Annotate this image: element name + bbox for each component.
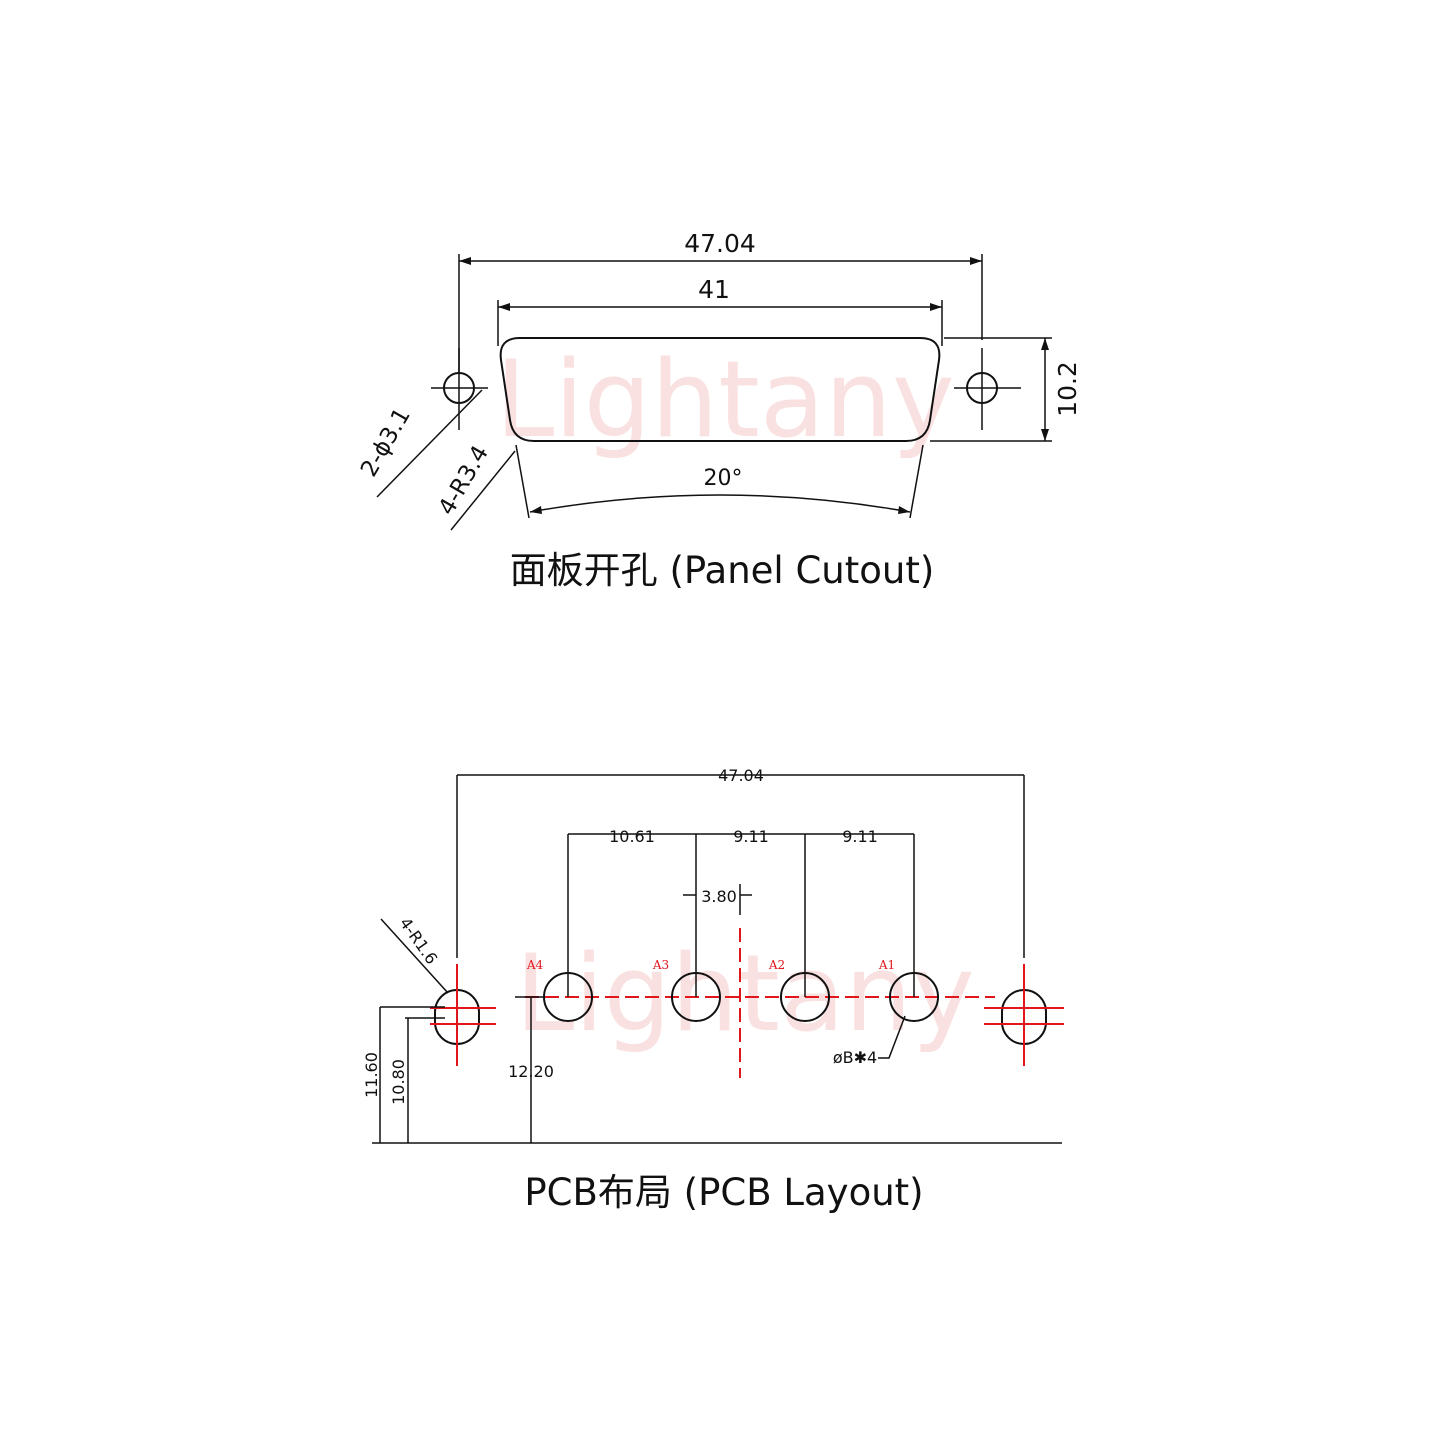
pin-label-a4: A4	[526, 958, 544, 972]
angle-ext-right	[909, 444, 924, 519]
dim-angle: 20°	[704, 466, 743, 491]
pcb-dim-offset: 3.80	[701, 887, 737, 906]
pin-label-a2: A2	[768, 958, 785, 972]
pcb-layout-caption: PCB布局 (PCB Layout)	[524, 1171, 923, 1214]
pcb-dim-h1: 11.60	[362, 1052, 381, 1098]
panel-cutout-caption: 面板开孔 (Panel Cutout)	[510, 549, 935, 592]
pcb-dim-overall: 47.04	[718, 766, 764, 785]
pcb-dim-a4-a3: 10.61	[609, 827, 655, 846]
panel-cutout-view: Lightany 47.04 41 10.2 20°	[356, 229, 1082, 592]
leader-pin-dia	[878, 1015, 906, 1059]
d-cutout-outline	[499, 337, 941, 442]
pcb-dim-a3-a2: 9.11	[733, 827, 769, 846]
pcb-layout-view: Lightany A4 A3 A2 A1 47.04	[362, 766, 1064, 1214]
dim-arrows	[530, 506, 910, 514]
dim-corner-radius: 4-R3.4	[434, 441, 494, 519]
dim-overall-width: 47.04	[684, 229, 756, 258]
pcb-dim-pin-dia: øB✱4	[833, 1048, 877, 1067]
leader-radius	[450, 450, 516, 531]
watermark-bottom: Lightany	[515, 932, 974, 1055]
angle-arc	[529, 494, 911, 513]
pcb-dim-h2: 10.80	[389, 1059, 408, 1105]
leader-hole	[376, 389, 483, 498]
pin-label-a3: A3	[652, 958, 669, 972]
pin-label-a1: A1	[878, 958, 895, 972]
dim-height: 10.2	[1053, 361, 1082, 417]
angle-ext-left	[515, 444, 530, 519]
watermark-top: Lightany	[495, 338, 954, 461]
pcb-dim-a2-a1: 9.11	[842, 827, 878, 846]
dim-hole-dia: 2-ϕ3.1	[356, 404, 416, 482]
leader-slot-radius	[380, 918, 449, 994]
dim-arrows	[1041, 338, 1049, 441]
dim-inner-width: 41	[698, 275, 730, 304]
pcb-dim-h3: 12.20	[508, 1062, 554, 1081]
